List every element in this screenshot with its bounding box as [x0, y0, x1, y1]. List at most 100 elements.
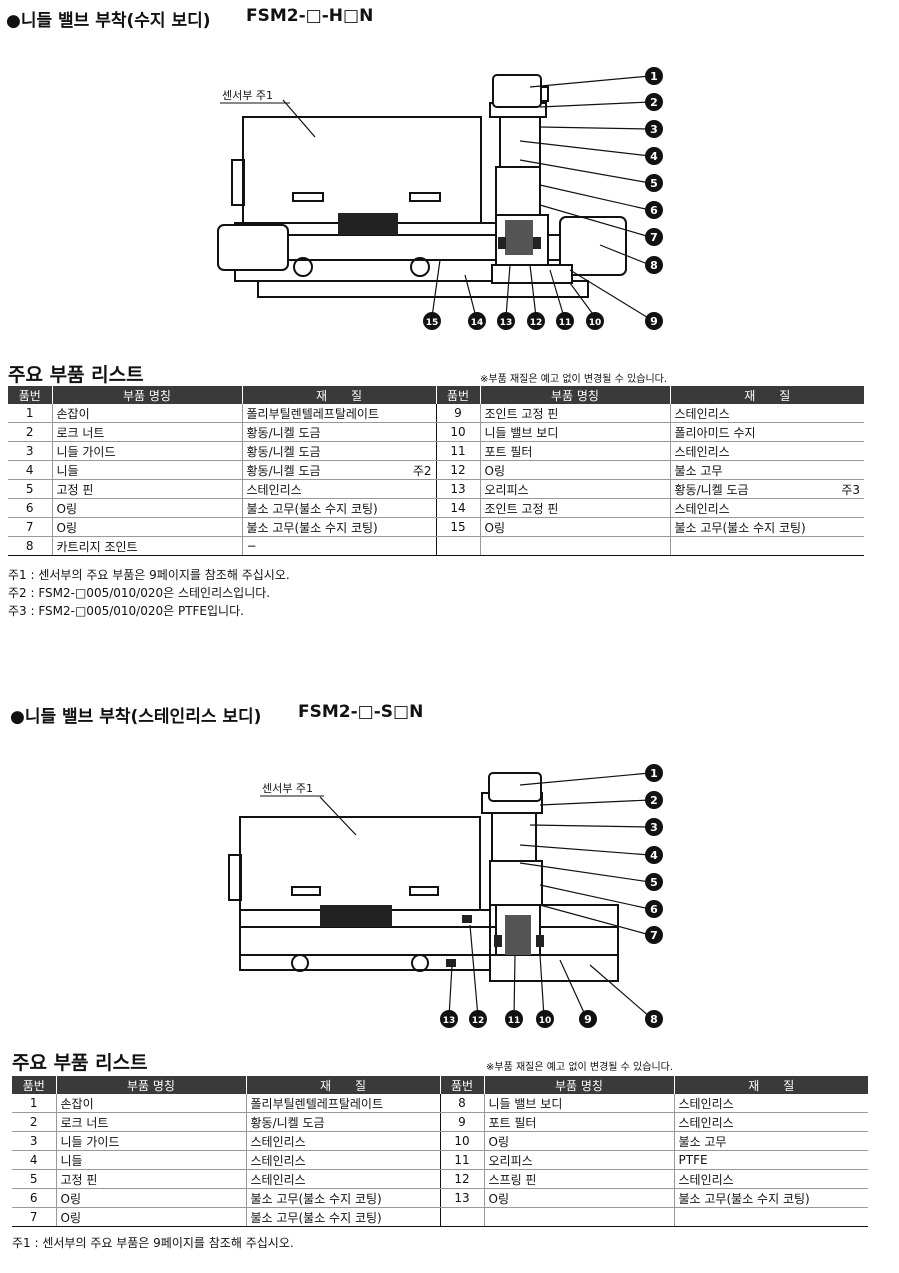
- svg-text:2: 2: [650, 794, 658, 807]
- callout-11: 11: [556, 312, 574, 330]
- svg-text:10: 10: [589, 318, 602, 328]
- header-no-2: 품번: [439, 1076, 484, 1094]
- footnotes: 주1 : 센서부의 주요 부품은 9페이지를 참조해 주십시오. 주2 : FS…: [8, 566, 290, 620]
- section-resin-body: ●니들 밸브 부착(수지 보디) FSM2-□-H□N: [6, 6, 864, 620]
- sensor-label: 센서부 주1: [222, 89, 273, 102]
- callout-8: 8: [645, 256, 663, 274]
- svg-text:5: 5: [650, 876, 658, 889]
- callout-12: 12: [527, 312, 545, 330]
- model-code: FSM2-□-S□N: [298, 702, 424, 722]
- svg-text:8: 8: [650, 259, 658, 272]
- svg-text:8: 8: [650, 1013, 658, 1026]
- material-note: ※부품 재질은 예고 없이 변경될 수 있습니다.: [480, 374, 668, 385]
- svg-text:9: 9: [650, 315, 658, 328]
- svg-text:15: 15: [426, 318, 439, 328]
- footnote: 주2 : FSM2-□005/010/020은 스테인리스입니다.: [8, 586, 271, 600]
- callout-7: 7: [645, 228, 663, 246]
- header-name: 부품 명칭: [51, 386, 242, 404]
- parts-list-title: 주요 부품 리스트: [12, 1052, 148, 1074]
- svg-text:14: 14: [471, 318, 484, 328]
- callout-markers: 1 2 3 4 5 6 7 8 9 10 11 12 13 14 15: [423, 67, 663, 330]
- footnotes: 주1 : 센서부의 주요 부품은 9페이지를 참조해 주십시오.: [12, 1234, 294, 1252]
- header-no: 품번: [12, 1076, 56, 1094]
- svg-text:11: 11: [559, 318, 572, 328]
- callout-2: 2: [645, 791, 663, 809]
- callout-10: 10: [536, 1010, 554, 1028]
- svg-text:6: 6: [650, 204, 658, 217]
- cross-section-diagram: 센서부 주1 1 2 3 4 5 6 7 8 9 10 11 12 13 14 …: [217, 67, 663, 330]
- header-material: 재 질: [245, 1076, 440, 1094]
- header-material: 재 질: [241, 386, 436, 404]
- callout-6: 6: [645, 201, 663, 219]
- material-note: ※부품 재질은 예고 없이 변경될 수 있습니다.: [486, 1062, 674, 1073]
- callout-4: 4: [645, 147, 663, 165]
- callout-8: 8: [645, 1010, 663, 1028]
- svg-text:13: 13: [500, 318, 513, 328]
- callout-15: 15: [423, 312, 441, 330]
- svg-text:10: 10: [539, 1016, 552, 1026]
- callout-12: 12: [469, 1010, 487, 1028]
- section-stainless-body: ●니들 밸브 부착(스테인리스 보디) FSM2-□-S□N: [0, 700, 899, 1273]
- svg-text:9: 9: [584, 1013, 592, 1026]
- callout-3: 3: [645, 120, 663, 138]
- header-name-2: 부품 명칭: [479, 386, 670, 404]
- callout-1: 1: [645, 67, 663, 85]
- section-title: ●니들 밸브 부착(스테인리스 보디): [10, 707, 262, 727]
- callout-9: 9: [579, 1010, 597, 1028]
- header-material-2: 재 질: [669, 386, 864, 404]
- table-header-row: 품번 부품 명칭 재 질 품번 부품 명칭 재 질: [12, 1076, 868, 1094]
- callout-markers: 1 2 3 4 5 6 7 8 9 10 11 12 13: [440, 764, 663, 1028]
- callout-11: 11: [505, 1010, 523, 1028]
- svg-text:13: 13: [443, 1016, 456, 1026]
- model-code: FSM2-□-H□N: [246, 6, 374, 26]
- svg-text:3: 3: [650, 123, 658, 136]
- sensor-label: 센서부 주1: [262, 782, 313, 795]
- table-header-row: 품번 부품 명칭 재 질 품번 부품 명칭 재 질: [8, 386, 864, 404]
- callout-5: 5: [645, 174, 663, 192]
- footnote: 주1 : 센서부의 주요 부품은 9페이지를 참조해 주십시오.: [8, 568, 290, 582]
- svg-text:7: 7: [650, 231, 658, 244]
- callout-13: 13: [497, 312, 515, 330]
- parts-list-title: 주요 부품 리스트: [8, 364, 144, 386]
- header-name-2: 부품 명칭: [483, 1076, 674, 1094]
- svg-text:2: 2: [650, 96, 658, 109]
- cross-section-diagram: 센서부 주1 1 2 3 4 5 6 7 8 9 10 11 12 13: [228, 764, 663, 1028]
- callout-4: 4: [645, 846, 663, 864]
- svg-text:1: 1: [650, 70, 658, 83]
- svg-text:3: 3: [650, 821, 658, 834]
- svg-text:6: 6: [650, 903, 658, 916]
- callout-6: 6: [645, 900, 663, 918]
- callout-10: 10: [586, 312, 604, 330]
- callout-13: 13: [440, 1010, 458, 1028]
- callout-14: 14: [468, 312, 486, 330]
- svg-text:12: 12: [472, 1016, 485, 1026]
- callout-5: 5: [645, 873, 663, 891]
- callout-9: 9: [645, 312, 663, 330]
- callout-1: 1: [645, 764, 663, 782]
- callout-3: 3: [645, 818, 663, 836]
- header-material-2: 재 질: [673, 1076, 868, 1094]
- svg-text:1: 1: [650, 767, 658, 780]
- svg-text:4: 4: [650, 849, 658, 862]
- svg-text:7: 7: [650, 929, 658, 942]
- footnote: 주1 : 센서부의 주요 부품은 9페이지를 참조해 주십시오.: [12, 1236, 294, 1250]
- section-title: ●니들 밸브 부착(수지 보디): [6, 11, 211, 31]
- header-no: 품번: [8, 386, 52, 404]
- callout-2: 2: [645, 93, 663, 111]
